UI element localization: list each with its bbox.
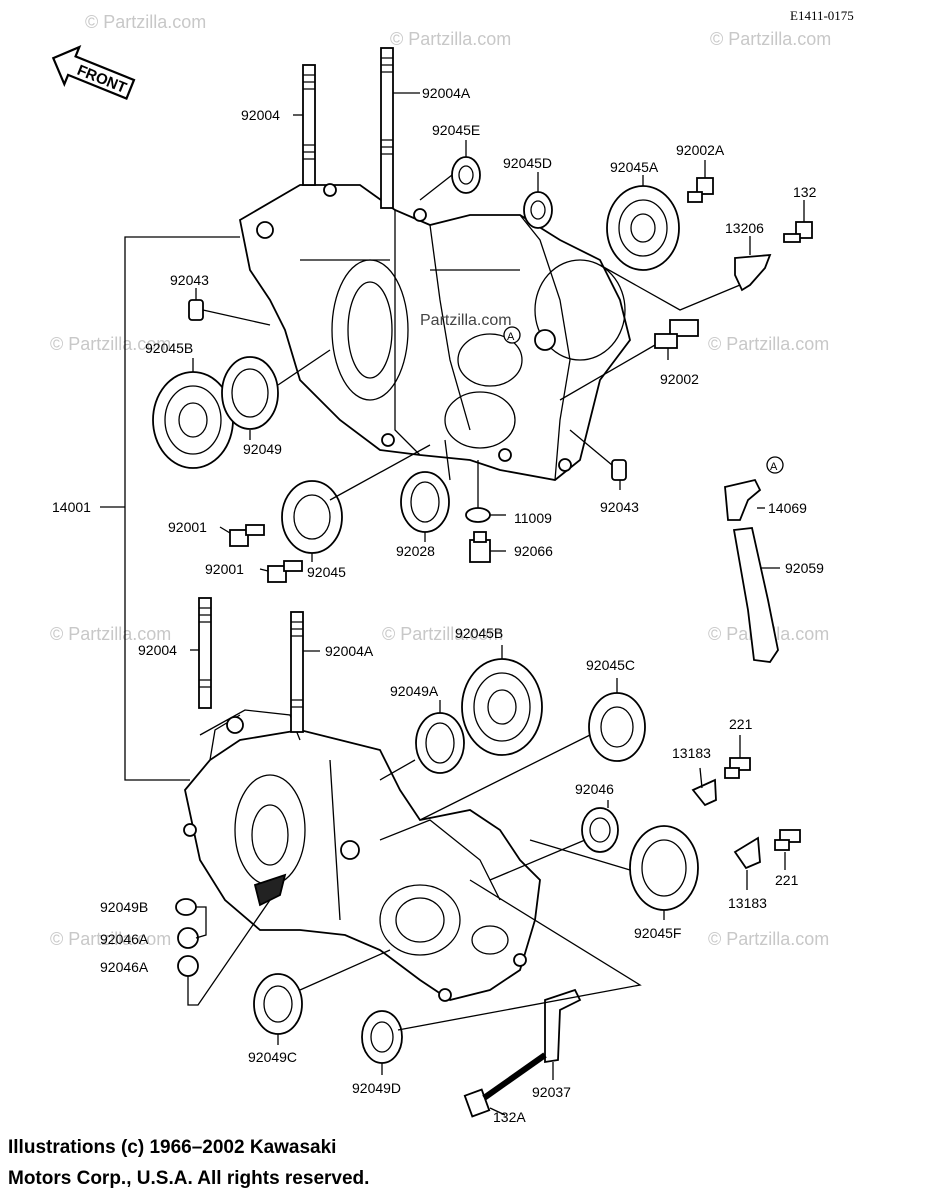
part-label-92049a: 92049A xyxy=(390,683,439,699)
callout-a-marker: A xyxy=(766,456,784,474)
watermark: © Partzilla.com xyxy=(50,334,171,354)
watermark: © Partzilla.com xyxy=(710,29,831,49)
part-label-92004a: 92004A xyxy=(422,85,471,101)
upper-crankcase-half xyxy=(238,183,631,481)
part-label-221: 221 xyxy=(729,716,753,732)
copyright-notice: Illustrations (c) 1966–2002 Kawasaki Mot… xyxy=(8,1132,369,1194)
part-label-14069: 14069 xyxy=(768,500,807,516)
watermark: © Partzilla.com xyxy=(50,929,171,949)
part-label-92049b: 92049B xyxy=(100,899,148,915)
part-label-92066: 92066 xyxy=(514,543,553,559)
part-label-92045d: 92045D xyxy=(503,155,552,171)
crankcase-assembly-bracket xyxy=(100,236,240,781)
part-label-92045e: 92045E xyxy=(432,122,480,138)
part-label-92004: 92004 xyxy=(241,107,280,123)
leader-lines xyxy=(187,92,805,1116)
part-label-92043: 92043 xyxy=(600,499,639,515)
part-label-92004a: 92004A xyxy=(325,643,374,659)
part-label-92046: 92046 xyxy=(575,781,614,797)
watermark: © Partzilla.com xyxy=(50,624,171,644)
part-label-92049d: 92049D xyxy=(352,1080,401,1096)
part-label-92045f: 92045F xyxy=(634,925,681,941)
watermark: © Partzilla.com xyxy=(708,929,829,949)
part-label-92037: 92037 xyxy=(532,1084,571,1100)
part-label-11009: 11009 xyxy=(514,510,552,526)
watermark: © Partzilla.com xyxy=(708,334,829,354)
part-label-92001: 92001 xyxy=(168,519,207,535)
callout-a-marker: A xyxy=(503,326,521,344)
part-label-92028: 92028 xyxy=(396,543,435,559)
callout-a-label: A xyxy=(770,461,778,473)
part-label-92002a: 92002A xyxy=(676,142,725,158)
watermark: © Partzilla.com xyxy=(390,29,511,49)
part-label-92045b: 92045B xyxy=(455,625,503,641)
part-label-92045: 92045 xyxy=(307,564,346,580)
watermark: © Partzilla.com xyxy=(85,12,206,32)
part-label-92046a: 92046A xyxy=(100,959,149,975)
part-labels: 92004 92004A 92045E 92045D 92045A 92002A… xyxy=(52,85,824,1125)
reference-code: E1411-0175 xyxy=(790,8,854,23)
callout-a-label: A xyxy=(507,331,515,343)
lower-crankcase-half xyxy=(183,709,541,1002)
part-label-13183: 13183 xyxy=(728,895,767,911)
part-label-92043: 92043 xyxy=(170,272,209,288)
copyright-line-1: Illustrations (c) 1966–2002 Kawasaki xyxy=(8,1137,337,1158)
bolts-and-brackets xyxy=(229,177,813,1118)
part-label-92045b: 92045B xyxy=(145,340,193,356)
part-label-92002: 92002 xyxy=(660,371,699,387)
part-label-13206: 13206 xyxy=(725,220,764,236)
part-label-92049c: 92049C xyxy=(248,1049,297,1065)
part-label-92046a: 92046A xyxy=(100,931,149,947)
part-label-92059: 92059 xyxy=(785,560,824,576)
part-label-14001: 14001 xyxy=(52,499,91,515)
front-arrow-icon: FRONT xyxy=(51,45,136,100)
copyright-line-2: Motors Corp., U.S.A. All rights reserved… xyxy=(8,1168,370,1189)
center-watermark: Partzilla.com xyxy=(420,312,512,329)
part-label-92004: 92004 xyxy=(138,642,177,658)
bearings-and-seals xyxy=(152,156,699,1064)
stud-bolts xyxy=(198,47,394,733)
part-label-92049: 92049 xyxy=(243,441,282,457)
watermark: © Partzilla.com xyxy=(382,624,503,644)
part-label-92001: 92001 xyxy=(205,561,244,577)
part-label-132a: 132A xyxy=(493,1109,526,1125)
part-label-92045a: 92045A xyxy=(610,159,659,175)
part-label-132: 132 xyxy=(793,184,817,200)
part-label-13183: 13183 xyxy=(672,745,711,761)
part-label-92045c: 92045C xyxy=(586,657,635,673)
part-label-221: 221 xyxy=(775,872,799,888)
